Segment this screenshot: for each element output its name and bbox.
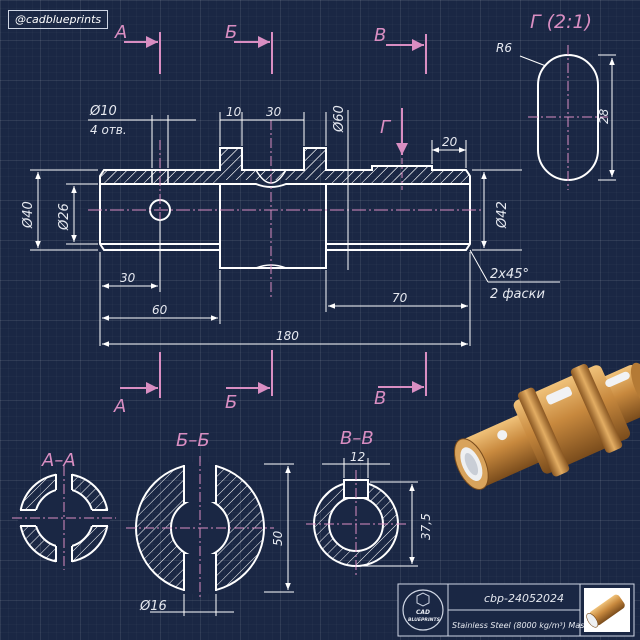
section-title-vv: В–В <box>340 428 374 449</box>
shaft-main-view <box>88 120 482 300</box>
dim-chamfer-note: 2 фаски <box>490 287 545 302</box>
view-label-g: Г <box>380 117 392 138</box>
dim-dia-40: Ø40 <box>21 201 36 229</box>
dim-height-50: 50 <box>271 530 285 546</box>
material-note: Stainless Steel (8000 kg/m³) Mass=? <box>452 621 600 630</box>
section-label-b-bottom: Б <box>225 392 237 413</box>
dim-len-30: 30 <box>120 271 136 285</box>
section-arrow-b-top <box>234 32 273 74</box>
section-title-aa: А–А <box>41 450 76 471</box>
logo-line1: CAD <box>416 609 430 616</box>
dim-dia-26: Ø26 <box>57 203 72 231</box>
dim-dia-16: Ø16 <box>139 599 167 614</box>
dim-len-60: 60 <box>152 303 168 317</box>
section-label-a-bottom: А <box>113 396 126 417</box>
dim-slot-length: 28 <box>597 108 611 124</box>
section-vv <box>306 458 418 578</box>
dim-dia-42: Ø42 <box>495 201 510 229</box>
section-label-v-top: В <box>374 25 386 46</box>
dim-len-70: 70 <box>392 291 408 305</box>
section-arrow-b-bottom <box>226 350 273 396</box>
dim-width-10: 10 <box>226 105 242 119</box>
section-label-v-bottom: В <box>374 388 386 409</box>
dim-hole-count: 4 отв. <box>90 123 127 137</box>
drawing-code: cbp-24052024 <box>484 592 564 605</box>
dim-width-30: 30 <box>266 105 282 119</box>
section-arrow-v-bottom <box>378 352 427 396</box>
logo-line2: BLUEPRINTS <box>408 617 441 623</box>
section-label-b-top: Б <box>225 22 237 43</box>
dim-dia-60: Ø60 <box>332 105 347 133</box>
dim-hole-dia: Ø10 <box>89 104 117 119</box>
section-label-a-top: А <box>114 22 127 43</box>
thumbnail-icon <box>584 588 630 632</box>
author-handle: @cadblueprints <box>8 10 109 29</box>
dim-r6: R6 <box>496 41 512 55</box>
dim-width-20: 20 <box>442 135 458 149</box>
dim-chamfer: 2x45° <box>490 267 529 282</box>
dim-height-37-5: 37,5 <box>419 513 433 540</box>
main-dimension-lines <box>30 110 560 347</box>
slot-detail <box>519 45 616 190</box>
shaft-3d-render <box>454 362 640 490</box>
section-bb <box>126 456 294 616</box>
section-arrow-v-top <box>386 34 427 74</box>
detail-title: Г (2:1) <box>530 11 592 33</box>
section-aa <box>12 466 116 570</box>
dim-width-12: 12 <box>350 450 365 464</box>
dim-len-180: 180 <box>276 329 299 343</box>
section-arrow-a-bottom <box>120 352 161 398</box>
section-title-bb: Б–Б <box>176 430 210 451</box>
section-arrow-a-top <box>124 32 161 74</box>
